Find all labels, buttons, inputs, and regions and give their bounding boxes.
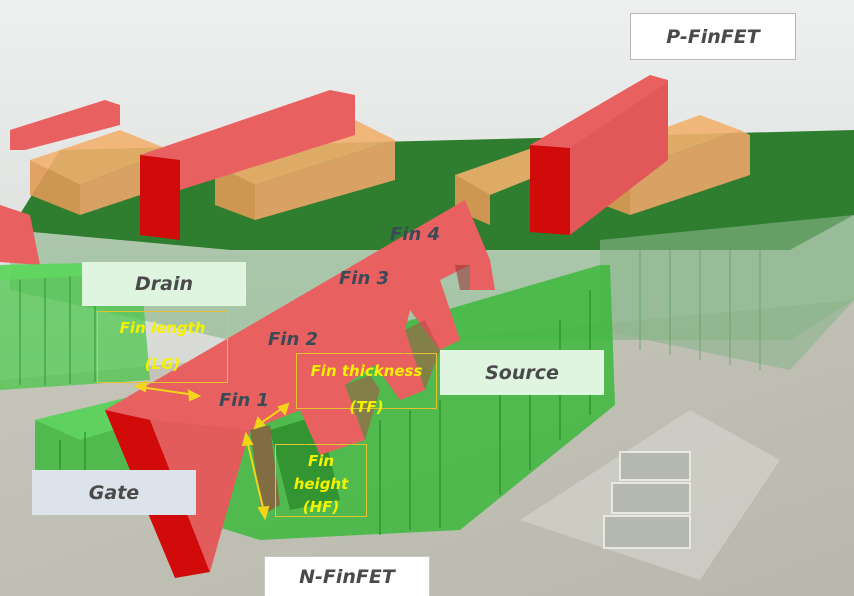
p-fin [630, 130, 750, 215]
gate-label: Gate [32, 470, 196, 515]
n-fin-shadow [455, 265, 470, 290]
p-finfet-label: P-FinFET [630, 13, 796, 60]
p-gate [140, 90, 355, 235]
fin-1-label: Fin 1 [219, 390, 270, 411]
n-gate-front [150, 420, 250, 572]
p-fin [215, 165, 255, 220]
fin-height-title-1: Fin [307, 452, 335, 470]
drain-label: Drain [82, 262, 246, 306]
floor-square [611, 482, 691, 514]
p-fin [30, 130, 170, 185]
p-gate [10, 100, 120, 150]
n-fin-shadow [405, 320, 440, 390]
fin-thickness-symbol: (TF) [349, 398, 384, 416]
fin-height-arrow [241, 431, 270, 521]
n-fin-shadow [250, 425, 280, 515]
p-gate-side [530, 145, 570, 235]
fin-3-label: Fin 3 [339, 268, 390, 289]
fin-thickness-arrow [253, 402, 290, 430]
p-finfet-text: P-FinFET [666, 25, 760, 48]
p-gate [0, 205, 40, 265]
fin-height-title-2: height [293, 475, 349, 493]
p-substrate-side [600, 215, 854, 370]
n-finfet-text: N-FinFET [299, 566, 395, 588]
n-finfet-label: N-FinFET [264, 556, 430, 596]
p-fin [30, 160, 80, 215]
fin-thickness-title: Fin thickness [310, 362, 423, 380]
floor-square [619, 451, 691, 481]
drain-text: Drain [134, 273, 193, 295]
fin-length-arrow [133, 380, 202, 402]
source-text: Source [485, 361, 559, 384]
p-gate-face [570, 82, 668, 235]
gate-text: Gate [88, 481, 140, 504]
fin-thickness-box [296, 353, 437, 409]
fin-length-box [97, 311, 228, 383]
p-substrate-stripes [639, 245, 761, 370]
fin-2-label: Fin 2 [268, 329, 319, 350]
fin-height-symbol: (HF) [302, 498, 340, 516]
fin-length-title: Fin length [119, 319, 206, 337]
p-fin [255, 140, 395, 220]
fin-length-symbol: (LG) [144, 355, 181, 373]
fin-height-box [275, 444, 367, 517]
n-fin-shadow [345, 375, 380, 440]
floor-square [603, 515, 691, 549]
fin-4-label: Fin 4 [390, 224, 441, 245]
p-gate-side [140, 155, 180, 240]
source-label: Source [440, 350, 604, 395]
